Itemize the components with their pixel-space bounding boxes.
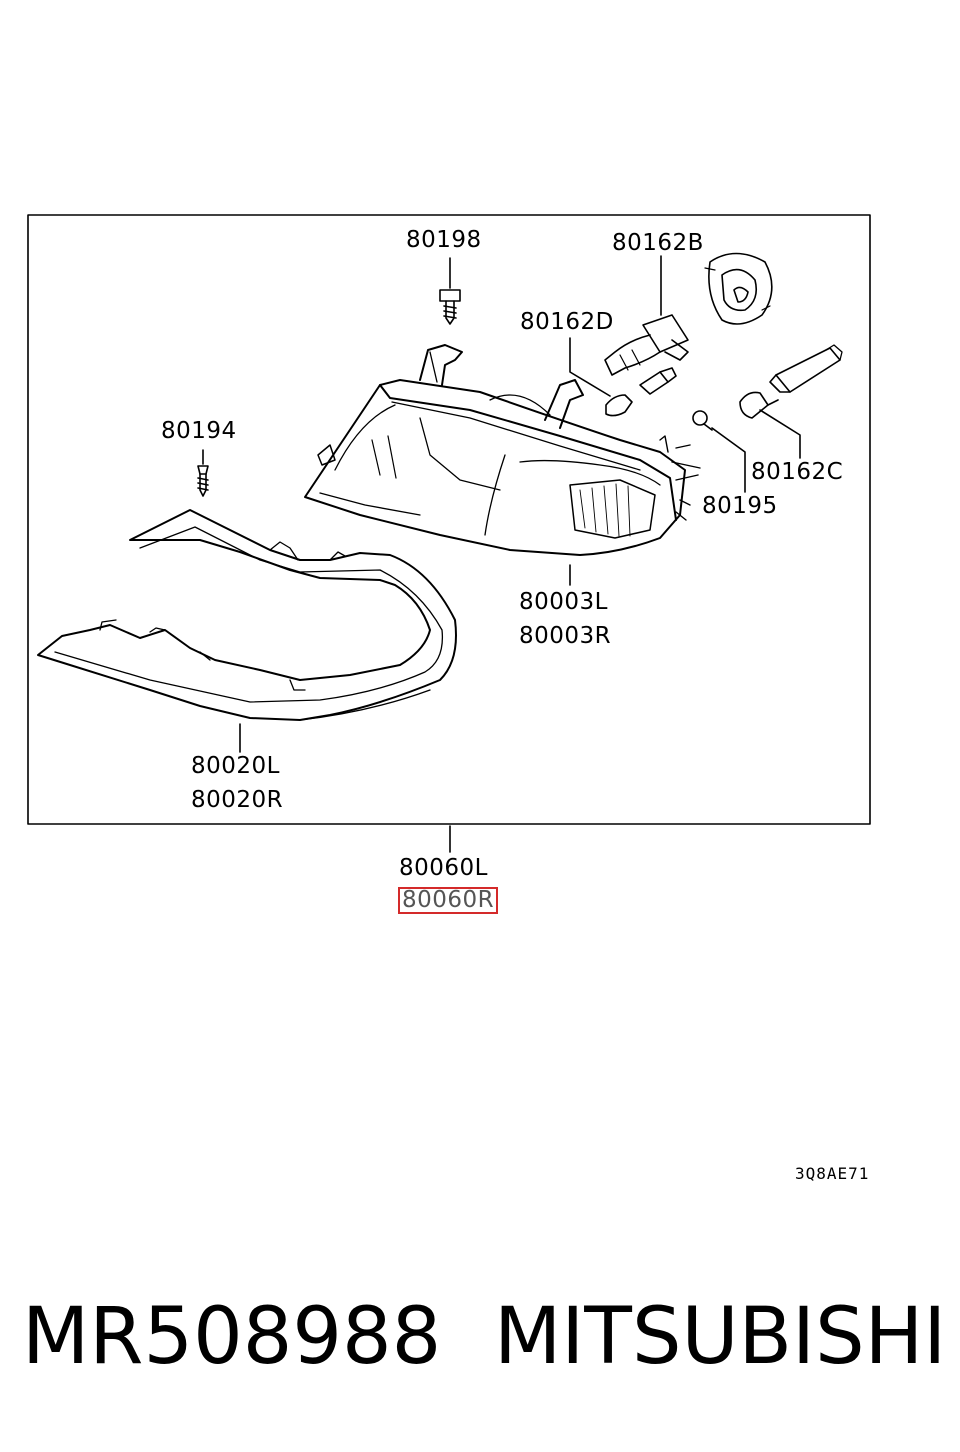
bulb-80162B-drawing — [604, 314, 689, 376]
leader-lines — [202, 255, 801, 853]
socket-80162C-drawing — [769, 344, 843, 393]
part-label-80162D[interactable]: 80162D — [520, 309, 614, 335]
bulb-80162D-drawing — [605, 394, 633, 417]
part-label-80198[interactable]: 80198 — [406, 227, 482, 253]
part-label-80060R-highlighted[interactable]: 80060R — [398, 887, 499, 914]
part-label-80162C[interactable]: 80162C — [751, 459, 844, 485]
screw-80198-drawing — [439, 289, 461, 325]
part-label-80020R[interactable]: 80020R — [191, 787, 284, 813]
socket-small-drawing — [639, 367, 677, 395]
clip-80195-drawing — [692, 410, 713, 431]
headlamp-bezel-drawing — [37, 509, 457, 721]
part-label-80003R[interactable]: 80003R — [519, 623, 612, 649]
footer-brand: MITSUBISHI — [494, 1292, 947, 1382]
drawing-code: 3Q8AE71 — [795, 1164, 870, 1183]
screw-80194-drawing — [197, 465, 209, 497]
headlamp-housing-drawing — [304, 344, 701, 556]
part-label-80195[interactable]: 80195 — [702, 493, 778, 519]
part-label-80162B[interactable]: 80162B — [612, 230, 704, 256]
part-label-80003L[interactable]: 80003L — [519, 589, 608, 615]
part-label-80194[interactable]: 80194 — [161, 418, 237, 444]
diagram-frame — [27, 214, 871, 825]
part-label-80020L[interactable]: 80020L — [191, 753, 280, 779]
footer-part-number: MR508988 — [22, 1292, 442, 1382]
socket-cap-drawing — [704, 252, 773, 325]
part-label-80060L[interactable]: 80060L — [399, 855, 488, 881]
bulb-80162C-drawing — [739, 391, 779, 419]
